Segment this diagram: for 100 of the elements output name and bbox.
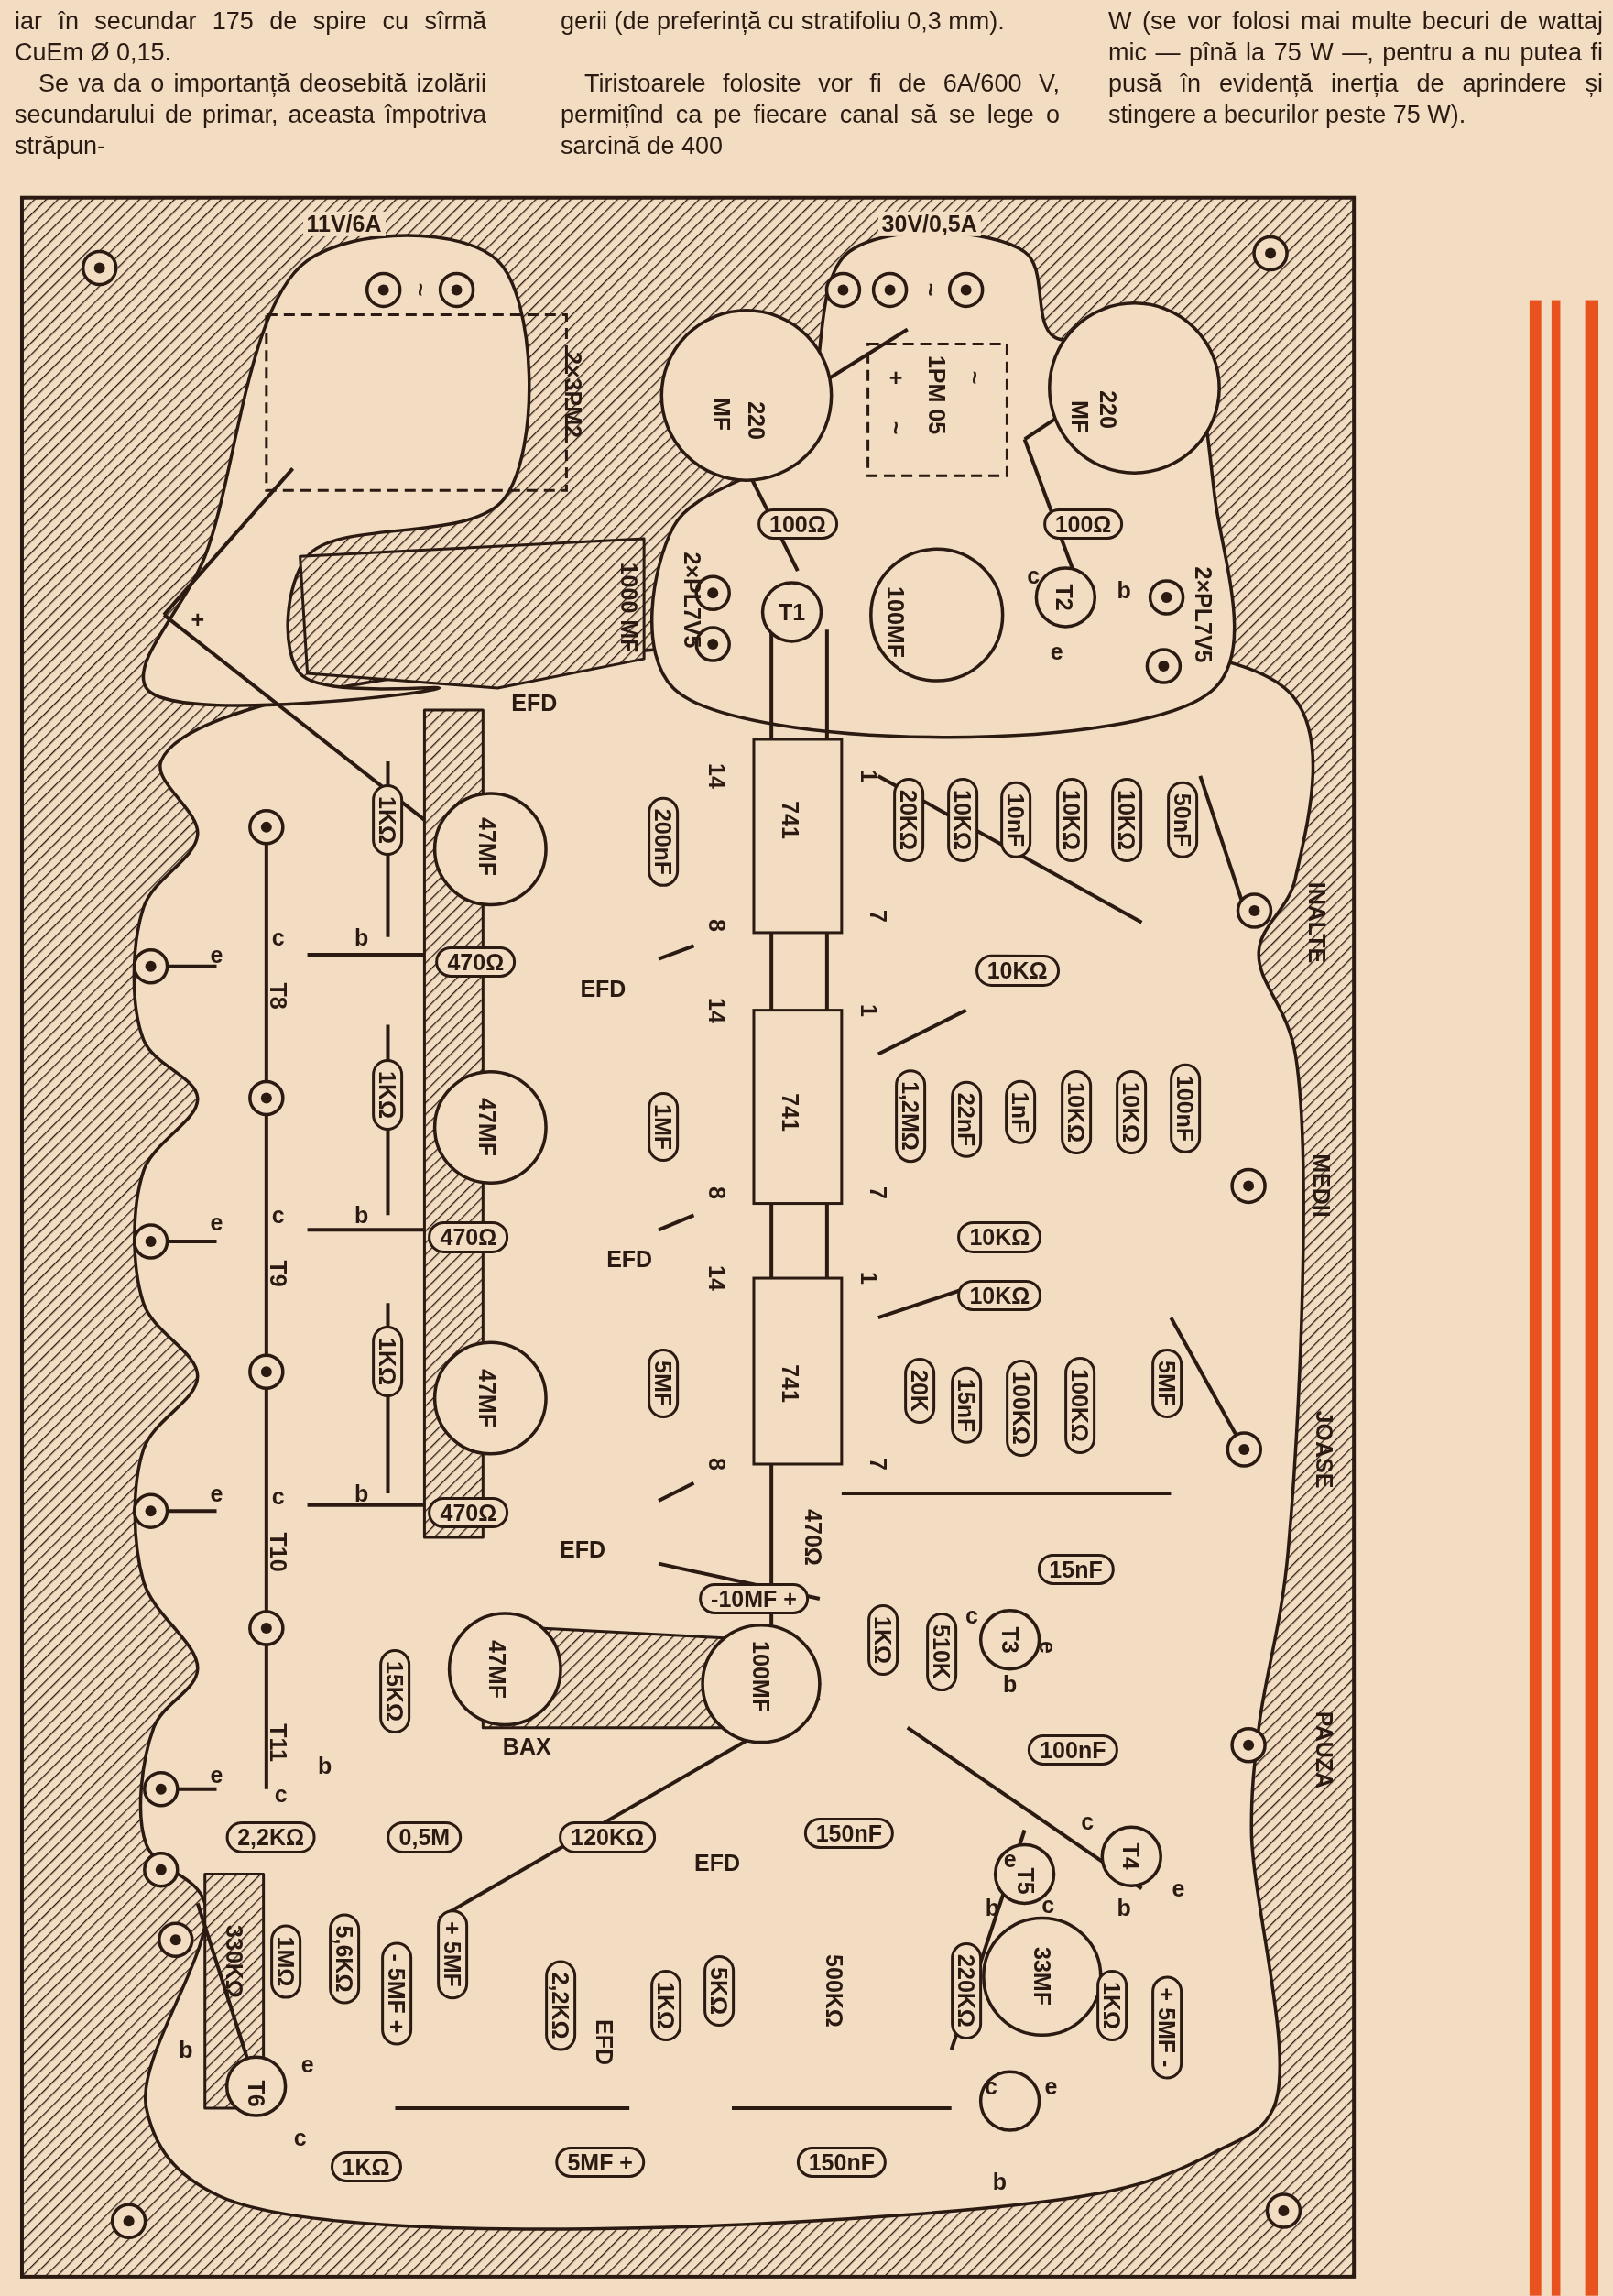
component-label: e <box>210 1210 223 1235</box>
component-body: 1KΩ <box>372 1059 404 1132</box>
body-text: Tiristoarele folosite vor fi de 6A/600 V, permițînd ca pe fiecare canal să se lege o sarcină de 400 <box>561 69 1060 161</box>
component-label: c <box>1041 1892 1055 1918</box>
component-body: 10KΩ <box>947 777 979 862</box>
component-body: 1KΩ <box>372 783 404 856</box>
component-label: 30V/0,5A <box>877 212 981 236</box>
component-body: 10KΩ <box>1116 1070 1148 1155</box>
component-label: 11V/6A <box>302 212 386 236</box>
component-label: 100MF <box>883 586 909 659</box>
body-text: gerii (de preferință cu stratifoliu 0,3 mm). <box>561 6 1006 37</box>
component-label: 47MF <box>485 1639 510 1699</box>
component-body: 150nF <box>796 2147 887 2179</box>
component-label: b <box>1117 577 1131 603</box>
component-label: c <box>965 1602 978 1627</box>
component-label: e <box>210 942 223 967</box>
component-label: e <box>210 1481 223 1506</box>
component-label: T3 <box>997 1626 1022 1654</box>
component-label: T2 <box>1052 584 1076 611</box>
component-label: ~ <box>963 371 987 385</box>
component-label: c <box>984 2074 997 2099</box>
component-label: 47MF <box>475 1098 500 1157</box>
component-label: 100MF <box>748 1640 774 1712</box>
component-body: 20KΩ <box>893 777 925 862</box>
component-label: JOASE <box>1313 1410 1337 1489</box>
component-label: c <box>1027 563 1041 588</box>
component-label: e <box>1036 1640 1061 1654</box>
component-label: 2×PL7V5 <box>1191 566 1215 663</box>
component-body: 220KΩ <box>950 1942 982 2040</box>
component-label: b <box>354 1481 369 1506</box>
component-label: 500KΩ <box>822 1954 846 2028</box>
body-text: W (se vor folosi mai multe becuri de wattaj mic — pînă la 75 W —, pentru a nu putea fi pusă în evidență inerția de aprindere și stingere a becurilor peste 75 W). <box>1108 6 1603 130</box>
component-label: EFD <box>560 1536 605 1561</box>
body-text: Se va da o importanță deosebită izolării secundarului de primar, aceasta împotriva străpun- <box>15 69 486 161</box>
component-label: 33MF <box>1030 1947 1054 2006</box>
component-label: 8 <box>704 1458 730 1471</box>
component-label: 741 <box>778 801 803 839</box>
component-label: c <box>271 924 285 949</box>
component-label: b <box>992 2169 1008 2194</box>
component-label: 14 <box>704 997 730 1023</box>
component-label: 741 <box>778 1093 803 1132</box>
component-label: EFD <box>592 2019 617 2066</box>
component-label: 1 <box>857 770 882 782</box>
component-label: PAUZA <box>1313 1711 1337 1788</box>
component-body: 100nF <box>1170 1063 1202 1153</box>
component-label: 8 <box>704 1186 730 1200</box>
component-label: 220 <box>1095 390 1120 430</box>
component-label: c <box>274 1781 288 1806</box>
component-label: c <box>271 1484 285 1509</box>
component-label: MEDII <box>1309 1153 1335 1219</box>
component-label: T1 <box>778 599 806 625</box>
component-label: e <box>1003 1847 1017 1872</box>
component-label: b <box>1117 1896 1131 1920</box>
component-label: e <box>210 1762 223 1787</box>
component-label: EFD <box>511 690 558 716</box>
component-body: 15KΩ <box>379 1648 411 1733</box>
component-label: T11 <box>266 1722 290 1762</box>
component-body: 10KΩ <box>957 1221 1042 1253</box>
component-label: EFD <box>606 1247 653 1272</box>
component-label: 7 <box>866 1186 890 1200</box>
component-body: 120KΩ <box>559 1821 657 1853</box>
component-label: 330KΩ <box>222 1925 246 1999</box>
component-label: b <box>1002 1671 1018 1696</box>
component-body: 0,5M <box>387 1821 463 1853</box>
component-label: EFD <box>580 976 627 1000</box>
component-label: T4 <box>1119 1842 1144 1870</box>
component-label: T5 <box>1014 1867 1039 1895</box>
component-label: e <box>1172 1876 1185 1901</box>
component-label: 8 <box>704 918 730 932</box>
component-body: 100KΩ <box>1064 1357 1096 1454</box>
component-label: c <box>271 1203 285 1228</box>
component-body: 5MF + <box>555 2147 645 2179</box>
component-body: 10KΩ <box>975 955 1060 987</box>
component-body: 100nF <box>1028 1733 1118 1766</box>
component-body: 1KΩ <box>372 1326 404 1398</box>
component-label: T9 <box>266 1260 290 1287</box>
component-label: INALTE <box>1305 881 1330 963</box>
body-text: iar în secundar 175 de spire cu sîrmă CuEm Ø 0,15. <box>15 6 486 68</box>
component-label: ~ <box>883 421 909 434</box>
component-label: 1 <box>857 1003 882 1017</box>
component-label: 741 <box>778 1364 803 1403</box>
component-label: ~ <box>919 283 943 297</box>
component-body: 100KΩ <box>1006 1360 1038 1458</box>
component-label: b <box>354 924 369 949</box>
component-label: 47MF <box>475 816 500 876</box>
component-label: 1 <box>857 1272 882 1285</box>
component-label: e <box>1050 640 1063 664</box>
component-label: T10 <box>266 1532 290 1572</box>
component-body: 2,2KΩ <box>225 1821 317 1853</box>
component-label: MF <box>709 398 734 432</box>
component-label: MF <box>1068 400 1093 434</box>
component-label: 7 <box>866 910 890 924</box>
component-label: e <box>300 2052 314 2077</box>
component-body: 50nF <box>1167 781 1199 859</box>
component-label: 220 <box>745 400 769 440</box>
component-label: T8 <box>266 982 290 1010</box>
component-label: c <box>1081 1809 1095 1834</box>
component-body: 10KΩ <box>1111 777 1143 862</box>
component-body: - 5MF + <box>380 1942 413 2046</box>
component-label: + <box>888 366 903 390</box>
